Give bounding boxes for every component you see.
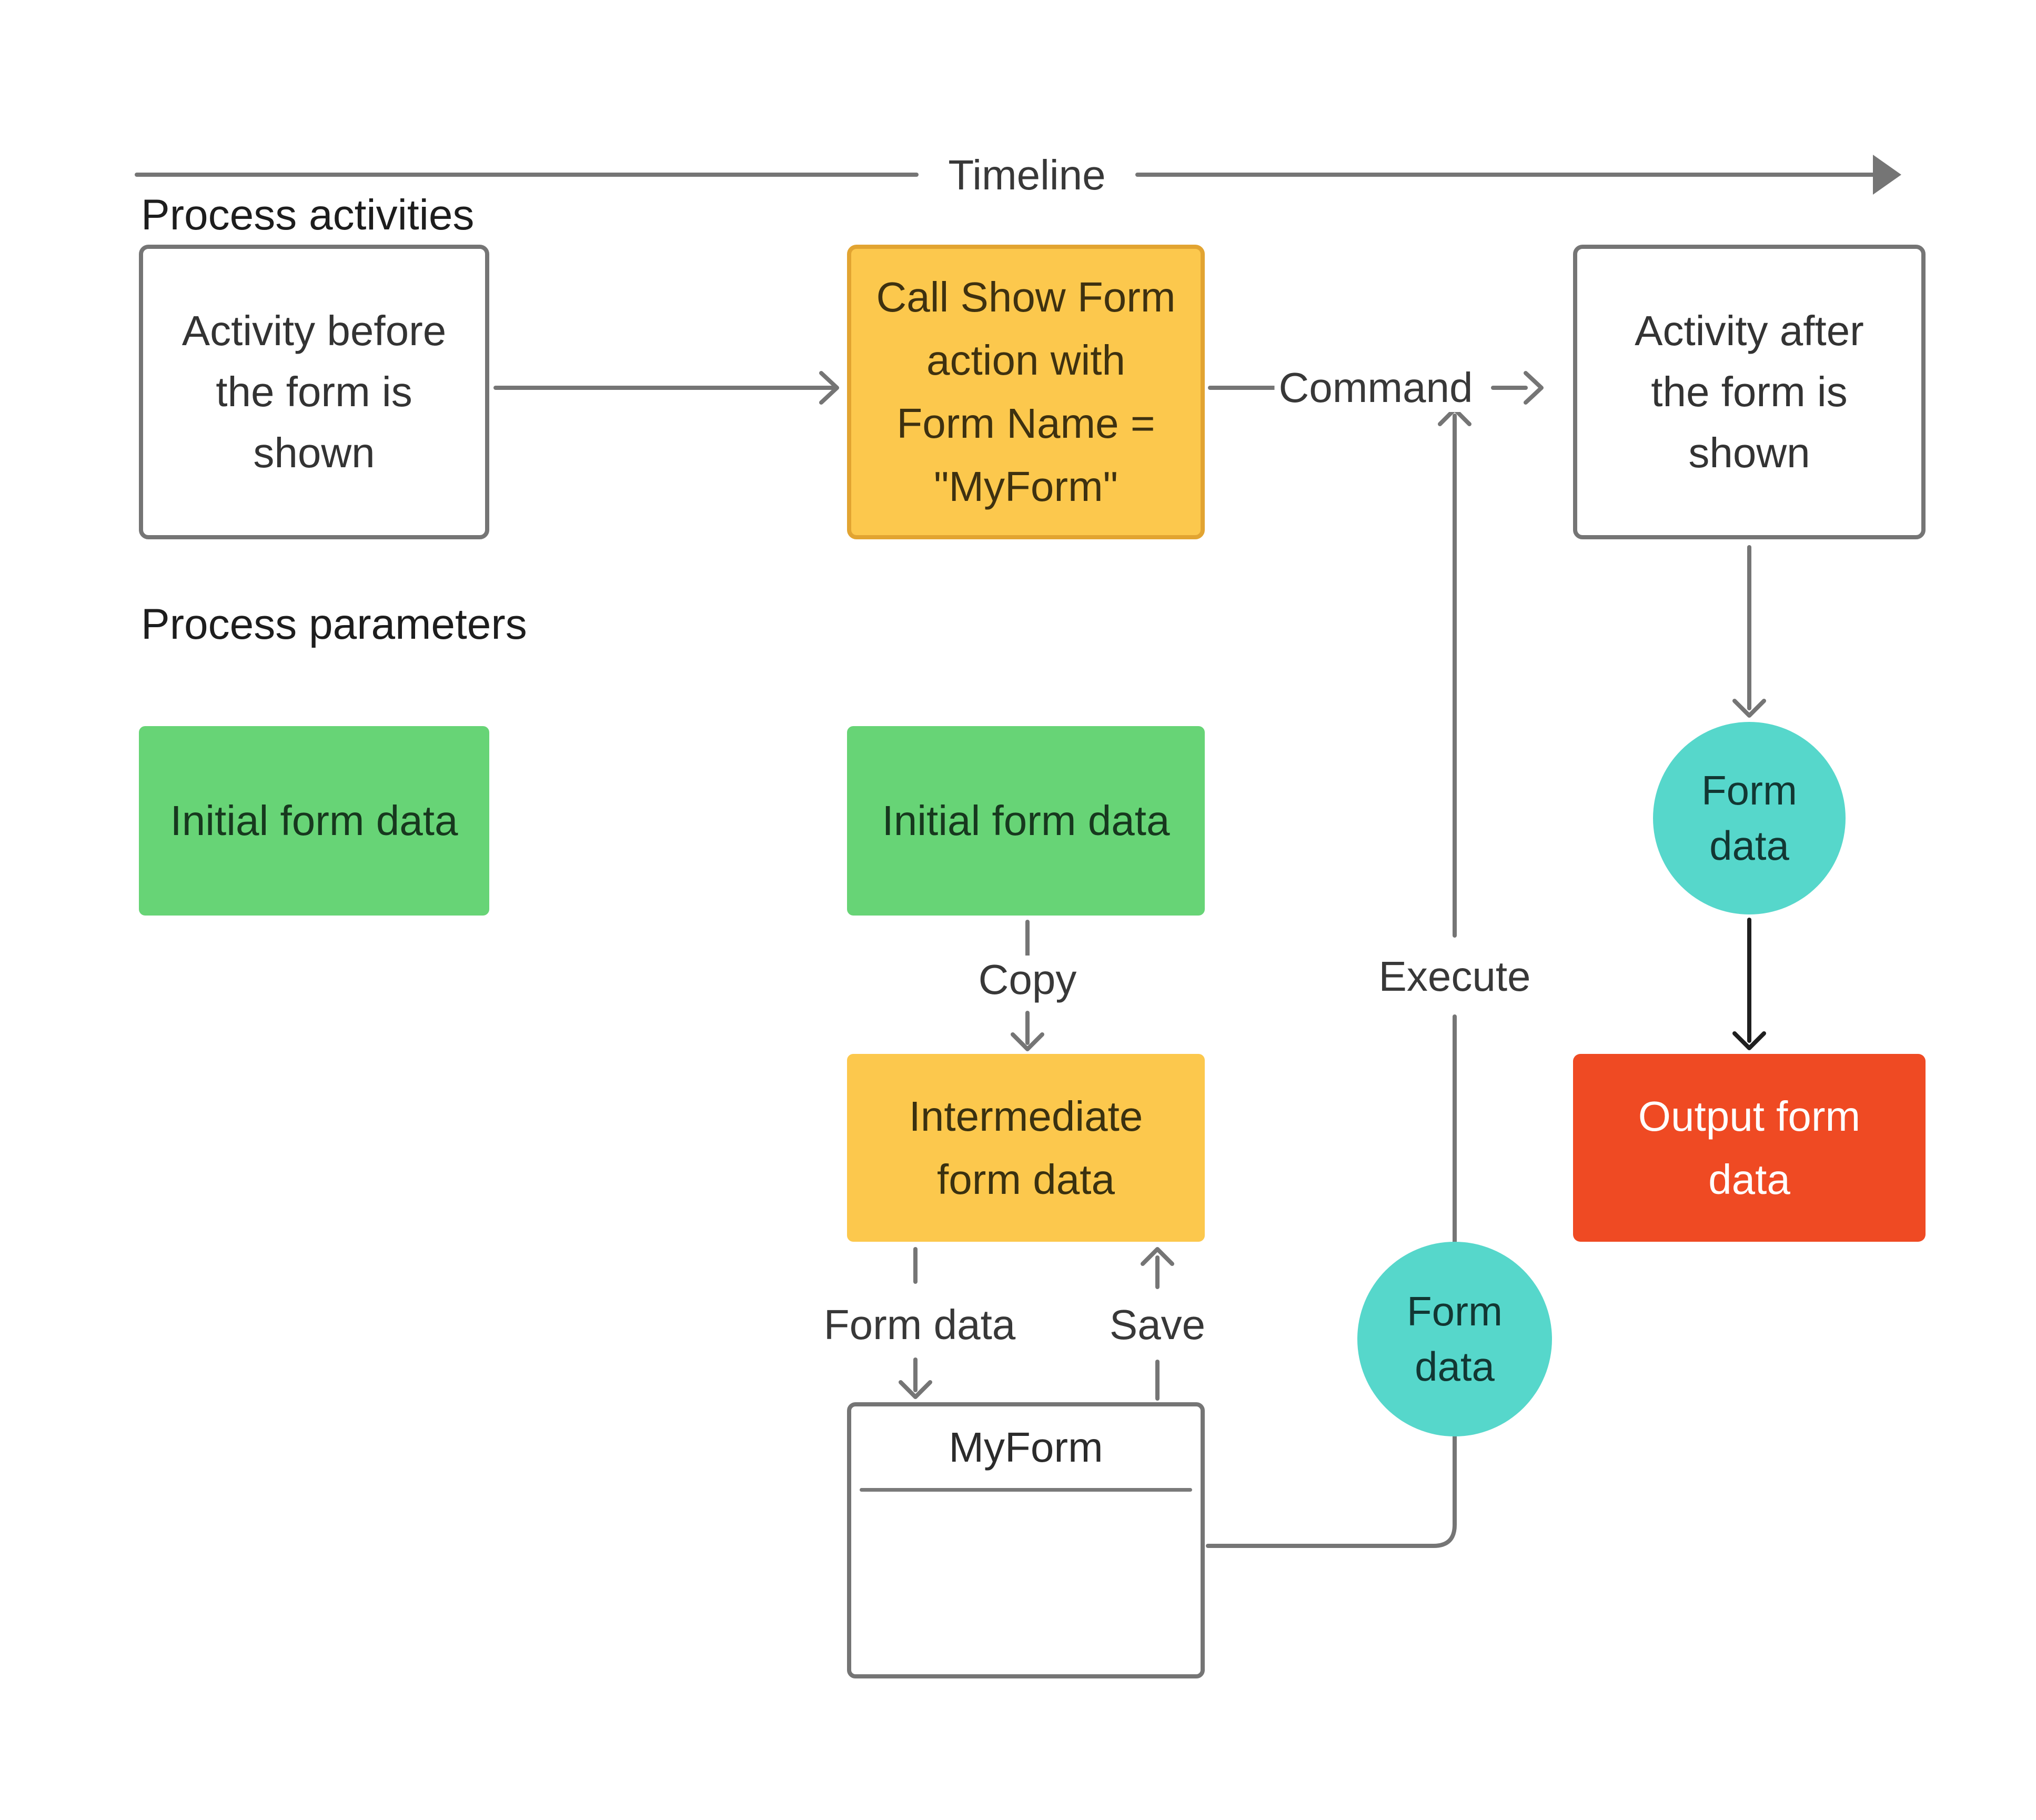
arrow-before-to-call-head-icon xyxy=(819,371,839,405)
node-output-form-data-label: Output form data xyxy=(1638,1092,1861,1203)
node-form-data-circle-middle-label: Form data xyxy=(1407,1288,1503,1390)
node-form-data-circle-right: Form data xyxy=(1653,722,1846,914)
save-label: Save xyxy=(1105,1301,1210,1349)
myform-divider xyxy=(860,1488,1192,1492)
node-call-show-form: Call Show Form action with Form Name = "… xyxy=(847,245,1205,539)
node-initial-form-data-middle: Initial form data xyxy=(847,726,1205,916)
node-intermediate-form-data-label: Intermediate form data xyxy=(909,1092,1143,1203)
execute-label: Execute xyxy=(1374,952,1535,1001)
node-activity-after-label: Activity after the form is shown xyxy=(1635,307,1864,476)
myform-title: MyForm xyxy=(949,1423,1103,1471)
node-activity-after: Activity after the form is shown xyxy=(1573,245,1926,539)
command-label: Command xyxy=(1274,364,1477,412)
timeline-label: Timeline xyxy=(944,151,1110,199)
section-label-process-parameters: Process parameters xyxy=(141,600,527,648)
node-form-data-circle-middle: Form data xyxy=(1357,1242,1552,1436)
formdata-to-output-head-icon xyxy=(1732,1031,1766,1050)
node-form-data-circle-right-label: Form data xyxy=(1701,767,1797,869)
copy-label: Copy xyxy=(974,956,1081,1004)
node-initial-form-data-left-label: Initial form data xyxy=(170,797,458,844)
section-label-process-activities: Process activities xyxy=(141,191,475,239)
node-activity-before: Activity before the form is shown xyxy=(139,245,489,539)
node-output-form-data: Output form data xyxy=(1573,1054,1926,1242)
formdata-label-arrowhead-icon xyxy=(899,1380,932,1399)
command-arrowhead-icon xyxy=(1524,371,1544,405)
copy-arrowhead-icon xyxy=(1011,1032,1044,1051)
node-call-show-form-label: Call Show Form action with Form Name = "… xyxy=(876,274,1176,510)
node-intermediate-form-data: Intermediate form data xyxy=(847,1054,1205,1242)
after-to-formdata-head-icon xyxy=(1732,699,1766,718)
save-up-arrowhead-icon xyxy=(1141,1247,1174,1266)
node-initial-form-data-left: Initial form data xyxy=(139,726,489,916)
node-initial-form-data-middle-label: Initial form data xyxy=(882,797,1170,844)
node-myform-window: MyForm xyxy=(847,1402,1205,1678)
timeline-arrowhead-icon xyxy=(1873,155,1901,195)
execute-line-lower-elbow xyxy=(1206,1014,1457,1548)
form-data-label: Form data xyxy=(819,1301,1020,1349)
node-activity-before-label: Activity before the form is shown xyxy=(182,307,447,476)
